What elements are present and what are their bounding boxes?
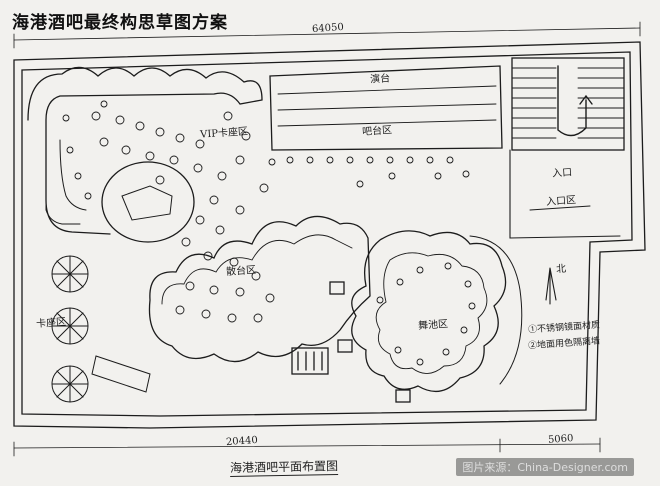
label-north: 北 (555, 263, 567, 276)
label-entrance-area: 入口区 (545, 194, 577, 209)
plan-title: 海港酒吧平面布置图 (229, 457, 339, 477)
dance-floor (148, 215, 371, 363)
watermark: 图片来源：China-Designer.com (456, 458, 634, 476)
outer-wall (13, 41, 646, 429)
umbrella-group (51, 255, 89, 403)
label-seating-small: 卡座区 (35, 316, 67, 331)
label-bar-stage: 吧台区 (361, 124, 393, 139)
right-booths (351, 230, 507, 393)
stair-block (511, 57, 625, 151)
dimension-bottom-right: 5060 (547, 433, 574, 446)
label-stage: 演台 (369, 73, 391, 86)
north-arrow (545, 267, 557, 305)
piano-stage (101, 161, 195, 243)
dimension-top: 64050 (311, 21, 345, 36)
page-title: 海港酒吧最终构思草图方案 (12, 13, 228, 33)
vip-booths (27, 66, 263, 235)
inner-wall (21, 51, 633, 417)
label-round-tables: 散台区 (225, 264, 257, 279)
dimension-bottom-main: 20440 (225, 434, 259, 449)
label-entrance: 入口 (551, 167, 573, 180)
label-dance-area: 舞池区 (417, 318, 449, 333)
bar-counter (269, 65, 503, 151)
